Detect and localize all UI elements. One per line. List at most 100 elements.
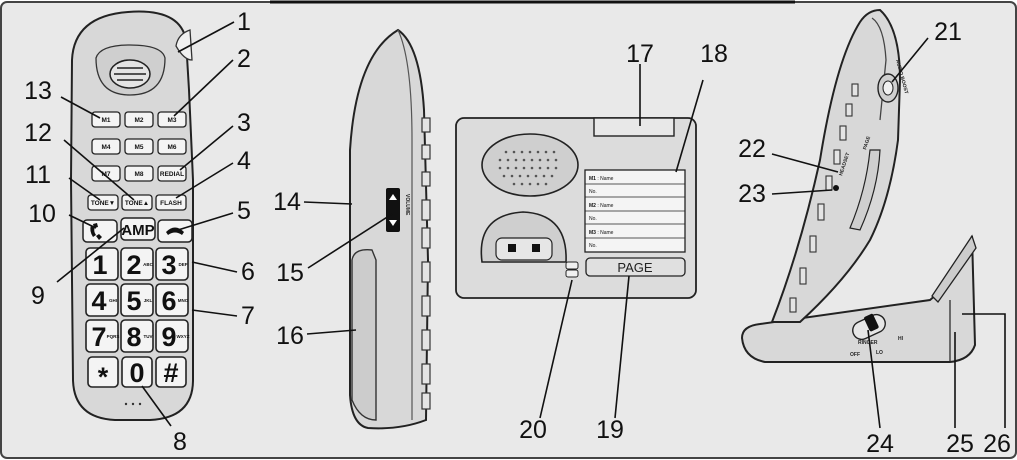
key-4-digit: 4 (91, 286, 106, 316)
key-2-digit: 2 (126, 250, 141, 280)
key-5-letters: JKL (144, 298, 153, 303)
callout-9: 9 (31, 282, 45, 310)
memory-card-m3-field: Name (600, 230, 614, 236)
key-m7-label: M7 (101, 171, 110, 178)
callout-2: 2 (237, 45, 251, 73)
key-5-digit: 5 (126, 286, 141, 316)
handset-side-keys (789, 83, 859, 313)
ringer-off-label: OFF (850, 352, 860, 358)
callout-6: 6 (241, 258, 255, 286)
key-hash-symbol: # (163, 358, 178, 388)
amp-label: AMP (121, 222, 154, 239)
callout-15: 15 (276, 259, 304, 287)
key-9-digit: 9 (161, 322, 176, 352)
amp-button[interactable]: AMP (120, 217, 156, 241)
callout-10: 10 (28, 200, 56, 228)
volume-down-icon (389, 220, 397, 226)
key-2-letters: ABC (143, 262, 153, 267)
key-0[interactable]: 0 (121, 356, 153, 388)
memory-card-m3-label: M3 (589, 230, 596, 236)
key-tone-down[interactable]: TONE▼ (87, 194, 119, 211)
callout-4: 4 (237, 147, 251, 175)
callout-19: 19 (596, 416, 624, 444)
key-m4-label: M4 (101, 144, 110, 151)
callout-24: 24 (866, 430, 894, 458)
page-button[interactable]: PAGE (585, 257, 686, 277)
callout-1: 1 (237, 8, 251, 36)
memory-card-m3-no: No. (589, 243, 597, 249)
page-button-label: PAGE (617, 260, 652, 275)
callout-8: 8 (173, 428, 187, 456)
callout-26: 26 (983, 430, 1011, 458)
base-side-view: AUDIO BOOST HEADSET PAGE OFF RINGER LO H… (740, 8, 977, 363)
key-star[interactable]: * (87, 356, 119, 392)
cradle-contact-right (532, 244, 540, 252)
key-tone-down-label: TONE▼ (91, 200, 115, 207)
end-button[interactable] (157, 219, 193, 243)
key-flash-label: FLASH (160, 200, 182, 207)
key-m6[interactable]: M6 (157, 138, 187, 155)
key-tone-up-label: TONE▲ (125, 200, 149, 207)
volume-up-icon (389, 194, 397, 200)
callout-22: 22 (738, 135, 766, 163)
key-3-digit: 3 (161, 250, 176, 280)
memory-card-m1-label: M1 (589, 176, 596, 182)
key-3-letters: DEF (179, 262, 188, 267)
key-flash[interactable]: FLASH (155, 194, 187, 211)
key-8-digit: 8 (126, 322, 141, 352)
volume-rocker[interactable] (386, 188, 400, 232)
key-m2[interactable]: M2 (124, 111, 154, 128)
callout-21: 21 (934, 18, 962, 46)
headset-jack[interactable] (833, 185, 839, 191)
ringer-switch[interactable] (850, 312, 888, 343)
ringer-label: RINGER (858, 340, 878, 346)
key-tone-up[interactable]: TONE▲ (121, 194, 153, 211)
key-m5[interactable]: M5 (124, 138, 154, 155)
memory-keys: M1 M2 M3 M4 M5 M6 M7 M8 REDIAL (91, 111, 187, 182)
key-1-digit: 1 (92, 250, 107, 280)
cradle-contact-left (508, 244, 516, 252)
key-m1[interactable]: M1 (91, 111, 121, 128)
microphone-holes (124, 402, 142, 406)
callout-labels: 1 2 3 4 5 6 7 8 9 10 11 12 13 14 15 16 1… (24, 8, 1011, 458)
ringer-lo-label: LO (876, 350, 883, 356)
key-star-symbol: * (98, 362, 109, 392)
callout-12: 12 (24, 119, 52, 147)
key-1[interactable]: 1 (85, 247, 119, 281)
svg-text:M3 : Name: M3 : Name (589, 230, 614, 236)
key-9-letters: WXYZ (177, 334, 190, 339)
key-m3[interactable]: M3 (157, 111, 187, 128)
key-m4[interactable]: M4 (91, 138, 121, 155)
callout-11: 11 (25, 161, 51, 189)
callout-17: 17 (626, 40, 654, 68)
key-6-digit: 6 (161, 286, 176, 316)
memory-card-m1-field: Name (600, 176, 614, 182)
memory-card-m2-label: M2 (589, 203, 596, 209)
svg-text:M2 : Name: M2 : Name (589, 203, 614, 209)
base-speaker-grille (481, 133, 579, 197)
volume-label: VOLUME (404, 194, 410, 216)
charge-indicator (565, 261, 579, 278)
key-hash[interactable]: # (155, 356, 187, 388)
key-7-letters: PQRS (107, 334, 120, 339)
key-0-digit: 0 (129, 358, 144, 388)
key-m5-label: M5 (134, 144, 143, 151)
callout-5: 5 (237, 197, 251, 225)
callout-18: 18 (700, 40, 728, 68)
key-redial[interactable]: REDIAL (157, 165, 187, 182)
key-m1-label: M1 (101, 117, 110, 124)
key-m3-label: M3 (167, 117, 176, 124)
base-charging-contact (593, 117, 675, 137)
side-key-edges (421, 117, 431, 410)
key-m8[interactable]: M8 (124, 165, 154, 182)
speaker-holes (498, 150, 558, 186)
